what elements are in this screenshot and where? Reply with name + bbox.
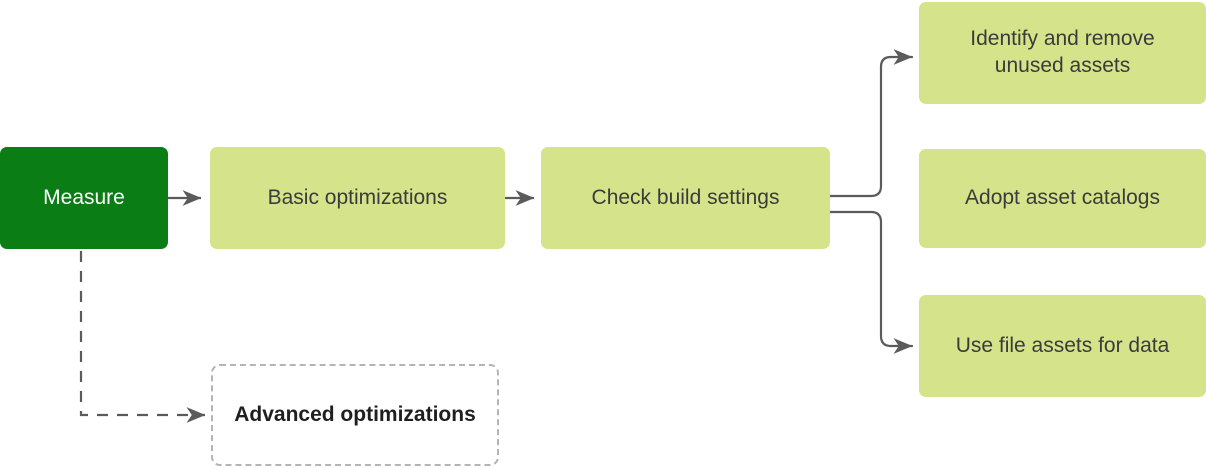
edge-measure-advanced	[79, 251, 206, 423]
node-use-file-assets-for-data-label: Use file assets for data	[955, 333, 1170, 357]
node-identify-remove-unused-assets[interactable]: Identify and remove unused assets	[919, 2, 1206, 104]
node-measure-label: Measure	[43, 185, 125, 209]
node-advanced-optimizations-label: Advanced optimizations	[234, 402, 476, 426]
node-basic-optimizations[interactable]: Basic optimizations	[210, 147, 505, 249]
node-identify-remove-unused-assets-label: Identify and remove unused assets	[970, 27, 1155, 77]
edge-build-unused	[828, 49, 914, 198]
node-check-build-settings-label: Check build settings	[591, 185, 780, 209]
node-basic-optimizations-label: Basic optimizations	[267, 185, 448, 209]
node-use-file-assets-for-data[interactable]: Use file assets for data	[919, 295, 1206, 397]
edge-build-filedata	[828, 210, 914, 354]
node-adopt-asset-catalogs-label: Adopt asset catalogs	[965, 186, 1160, 210]
node-advanced-optimizations[interactable]: Advanced optimizations	[211, 364, 499, 466]
node-measure[interactable]: Measure	[0, 147, 168, 249]
node-adopt-asset-catalogs[interactable]: Adopt asset catalogs	[919, 149, 1206, 248]
node-check-build-settings[interactable]: Check build settings	[541, 147, 830, 249]
